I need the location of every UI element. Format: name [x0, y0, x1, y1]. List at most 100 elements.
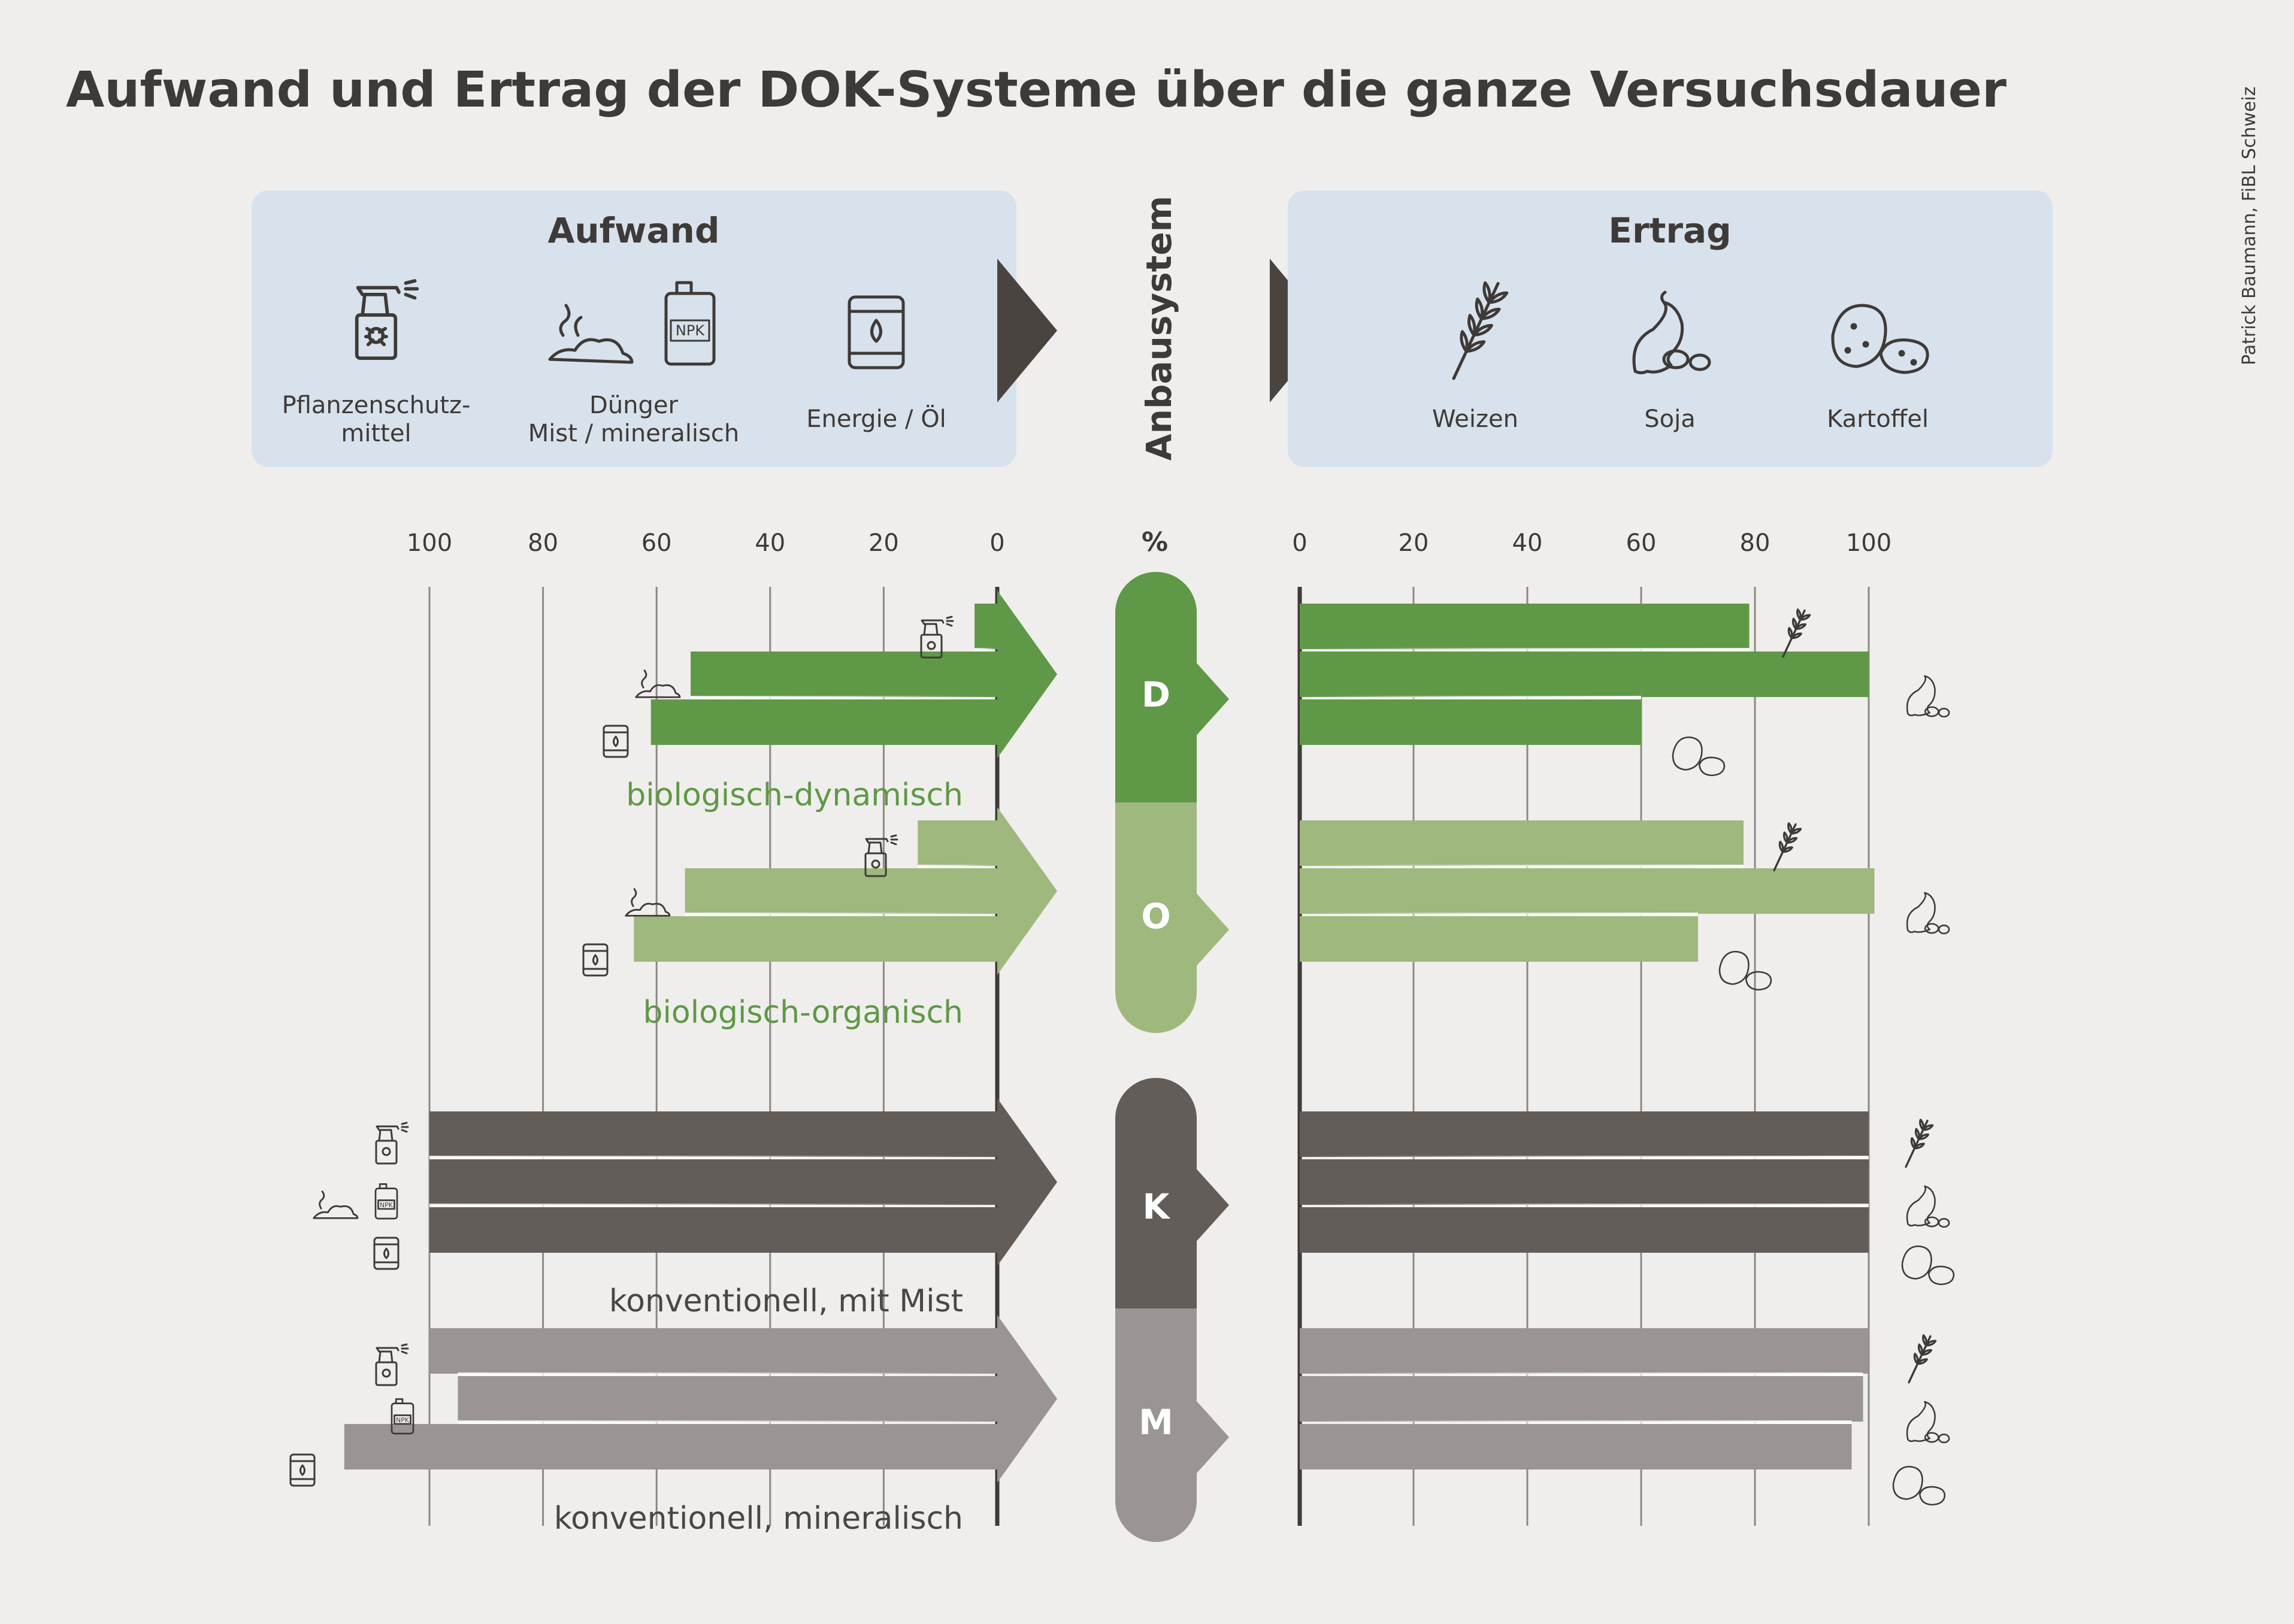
aufwand-label-pflanzenschutz-1: Pflanzenschutz- [282, 392, 471, 419]
canister-npk-text: NPK [396, 1416, 410, 1424]
manure-icon [635, 669, 681, 698]
ertrag-bar-O-1 [1300, 868, 1875, 914]
aufwand-separator-M [458, 1372, 997, 1376]
aufwand-bar-D-1 [691, 652, 998, 697]
spray-bug [927, 641, 936, 650]
aufwand-bar-D-0 [975, 604, 998, 649]
spray-body [864, 852, 887, 877]
ertrag-bar-D-2 [1300, 699, 1641, 745]
ertrag-separator-O [1300, 913, 1698, 916]
aufwand-separator-O [685, 913, 997, 916]
aufwand-separator-O [918, 865, 997, 868]
oil-barrel-icon [289, 1453, 316, 1487]
left-tick-label: 40 [755, 529, 785, 557]
ertrag-heading: Ertrag [1608, 210, 1731, 251]
aufwand-bar-K-2 [429, 1207, 998, 1253]
aufwand-legend-box: Aufwand Pflanzenschutz- mittel NPK Dünge… [252, 190, 1016, 467]
aufwand-arrow [997, 259, 1057, 402]
soy-bean-2 [1938, 925, 1950, 935]
arrowhead-M [997, 1315, 1057, 1483]
system-code-O: O [1141, 896, 1170, 937]
aufwand-bar-O-0 [918, 820, 998, 866]
wheat-icon [1782, 608, 1811, 658]
anbausystem-header: Anbausystem [1139, 196, 1179, 460]
soy-icon [1906, 1401, 1950, 1444]
svg-text:NPK: NPK [676, 322, 705, 339]
barrel-body [373, 1237, 400, 1270]
ertrag-bar-O-0 [1300, 820, 1744, 866]
aufwand-bar-D-2 [650, 699, 998, 745]
barrel-body [603, 725, 629, 758]
manure-icon [313, 1190, 359, 1219]
soy-pod [1906, 1401, 1936, 1443]
system-labels: biologisch-dynamischbiologisch-organisch… [554, 777, 963, 1537]
spray-bottle-icon [920, 616, 954, 659]
left-tick-label: 0 [989, 529, 1004, 557]
spray-head [921, 616, 954, 636]
right-tick-label: 80 [1740, 529, 1771, 557]
spray-bottle-icon [864, 834, 898, 877]
aufwand-separator-D [691, 696, 997, 699]
ertrag-bar-D-1 [1300, 652, 1869, 697]
manure-shape [635, 669, 681, 698]
spray-bug [382, 1368, 391, 1378]
system-pill-D [1115, 572, 1229, 802]
soy-icon [1906, 1185, 1950, 1228]
manure-icon [625, 888, 671, 917]
barrel-body [582, 943, 609, 977]
ertrag-bar-K-2 [1300, 1207, 1869, 1253]
system-pill-O [1115, 802, 1229, 1033]
oil-barrel-icon [848, 295, 905, 369]
ertrag-legend-box: Ertrag Weizen Soja K [1288, 190, 2053, 467]
spray-head [865, 834, 898, 855]
barrel-details [604, 731, 628, 752]
wheat-shape [1905, 1119, 1934, 1168]
left-tick-label: 80 [528, 529, 558, 557]
ertrag-separator-K [1300, 1204, 1869, 1207]
soy-pod [1906, 1185, 1936, 1227]
wheat-shape [1782, 608, 1811, 658]
aufwand-bar-O-2 [634, 916, 998, 962]
aufwand-heading: Aufwand [548, 210, 720, 251]
potato-icon [1901, 1245, 1955, 1286]
soy-bean-2 [1938, 1434, 1950, 1444]
spray-head [376, 1122, 409, 1142]
ertrag-bar-M-1 [1300, 1376, 1863, 1422]
ertrag-separator-D [1300, 648, 1750, 652]
arrowhead-D [997, 590, 1057, 758]
spray-bottle-icon [375, 1122, 409, 1165]
system-code-D: D [1142, 674, 1170, 715]
system-label-O: biologisch-organisch [643, 995, 963, 1031]
canister-cap [379, 1183, 388, 1189]
soy-icon [1906, 892, 1950, 935]
npk-canister-icon: NPK [374, 1183, 398, 1220]
potato-shapes [1892, 1465, 1946, 1506]
oil-barrel-icon [603, 725, 629, 758]
ertrag-bar-K-1 [1300, 1159, 1869, 1205]
system-code-M: M [1139, 1402, 1173, 1443]
aufwand-bar-M-2 [344, 1424, 998, 1470]
manure-shape [313, 1190, 359, 1219]
wheat-shape [1773, 822, 1802, 872]
soy-icon [1906, 675, 1950, 718]
axis-unit-percent: % [1142, 527, 1168, 558]
system-code-K: K [1143, 1186, 1171, 1227]
aufwand-label-duenger-2: Mist / mineralisch [528, 420, 739, 447]
barrel-details [583, 950, 607, 970]
left-tick-label: 60 [641, 529, 672, 557]
aufwand-separator-K [429, 1204, 997, 1207]
aufwand-separator-D [975, 648, 997, 652]
left-tick-label: 100 [407, 529, 452, 557]
canister-label [394, 1414, 411, 1425]
wheat-icon [1905, 1119, 1934, 1168]
right-tick-label: 0 [1292, 529, 1307, 557]
wheat-icon [1908, 1334, 1937, 1384]
manure-shape [625, 888, 671, 917]
ertrag-label-soja: Soja [1644, 405, 1696, 433]
oil-barrel-icon [373, 1237, 400, 1270]
soy-icon [1632, 290, 1711, 374]
wheat-icon [1452, 281, 1509, 380]
